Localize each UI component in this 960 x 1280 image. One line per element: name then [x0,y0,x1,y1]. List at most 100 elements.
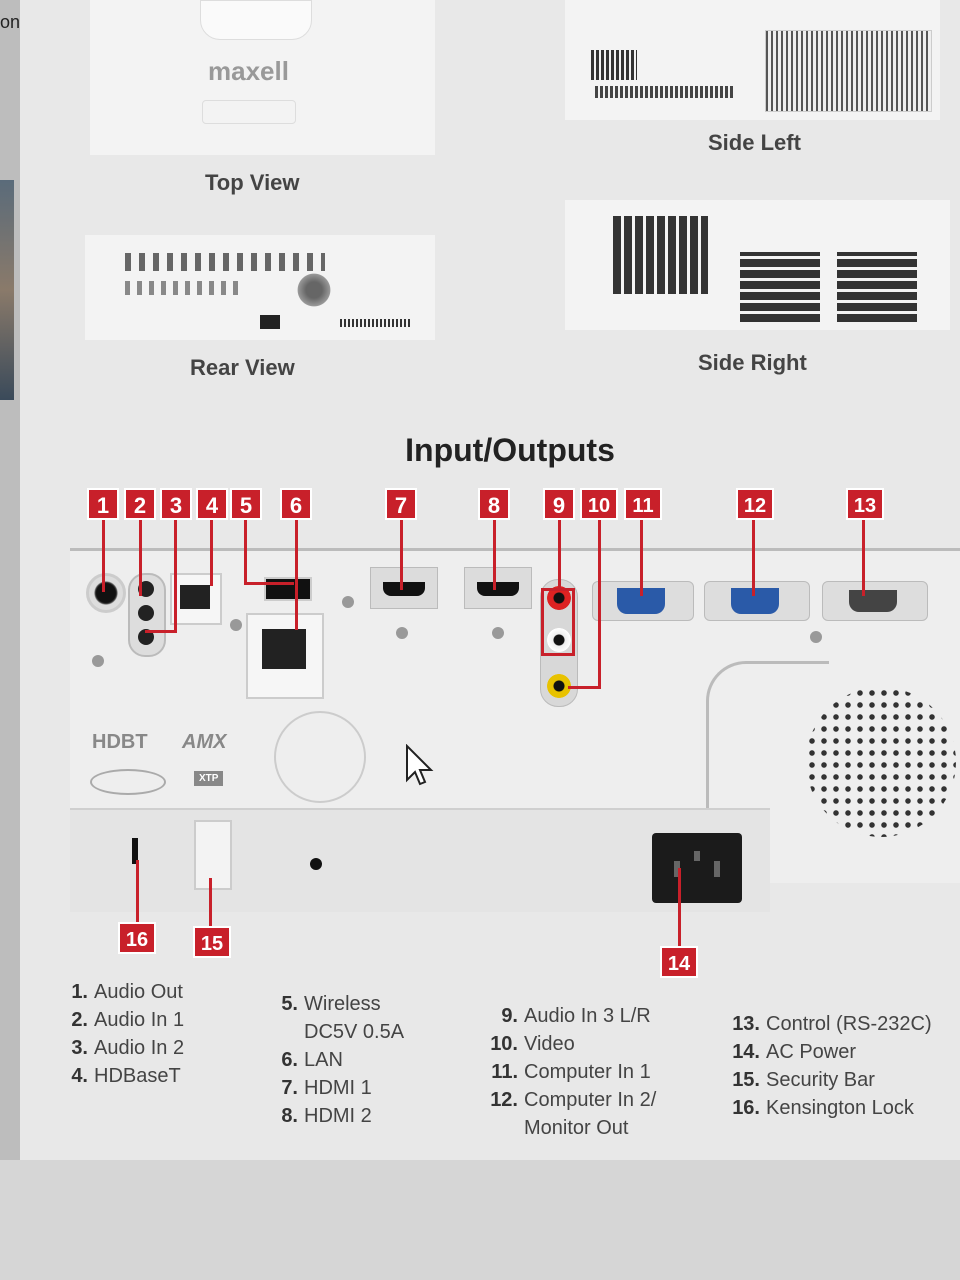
screen-bottom-margin [0,1160,960,1280]
brand-logo: maxell [208,56,289,86]
badge-12: 12 [736,488,774,520]
side-right-vent-large [613,216,708,294]
legend-item: 2.Audio In 1 [71,1009,185,1031]
legend-item: 8.HDMI 2 [281,1105,372,1127]
leader-line-2 [139,520,142,596]
leader-line-14 [678,868,681,950]
cooling-fan-grille [806,687,956,837]
side-left-label: Side Left [708,130,801,155]
legend-column-4: 13.Control (RS-232C) 14.AC Power 15.Secu… [732,1012,932,1124]
side-left-vent-strip [595,86,735,98]
mouse-cursor-icon [406,744,434,786]
computer-in-2-vga [731,588,779,614]
audio-in-3-right-jack [547,628,571,652]
rear-port-row [125,253,325,271]
rear-connector-panel: HDBT AMX XTP [70,548,960,883]
badge-1: 1 [87,488,119,520]
screw-6 [810,631,822,643]
leader-line-5 [244,520,247,584]
hdbt-logo: HDBT [92,731,148,753]
badge-2: 2 [124,488,156,520]
audio-out-jack [86,573,126,613]
io-section-title: Input/Outputs [405,432,615,468]
legend-column-3: 9.Audio In 3 L/R 10.Video 11.Computer In… [490,1004,656,1144]
legend-item: 16.Kensington Lock [732,1097,914,1119]
side-right-image [565,200,950,330]
leader-line-9-box [541,588,575,656]
side-right-vent-right [837,252,917,322]
rear-power-socket [260,315,280,329]
screw-3 [92,655,104,667]
legend-item: 7.HDMI 1 [281,1077,372,1099]
legend-item: 15.Security Bar [732,1069,875,1091]
legend-column-1: 1.Audio Out 2.Audio In 1 3.Audio In 2 4.… [60,980,184,1092]
ac-power-inlet [652,833,742,903]
lan-port [246,613,324,699]
leader-line-4 [210,520,213,586]
wireless-usb-port [264,577,312,601]
leader-line-5-h [244,582,294,585]
side-right-label: Side Right [698,350,807,375]
control-rs232-socket [849,590,897,612]
leader-line-12 [752,520,755,596]
security-bar [194,820,232,890]
rear-port-row-lower [125,281,245,295]
rear-fan-vent [295,271,333,309]
leader-line-3-h [145,630,177,633]
legend-item: 4.HDBaseT [71,1065,181,1087]
screw-5 [492,627,504,639]
ac-pin-ground [694,851,700,861]
badge-5: 5 [230,488,262,520]
side-left-vent-small [591,50,637,80]
legend-item: 11.Computer In 1 [491,1061,651,1083]
badge-15: 15 [193,926,231,958]
hdmi-1-port [370,567,438,609]
legend-item: 9.Audio In 3 L/R [501,1005,651,1027]
audio-in-2-jack [138,629,154,645]
badge-16: 16 [118,922,156,954]
badge-9: 9 [543,488,575,520]
legend-item: 14.AC Power [732,1041,857,1063]
rear-view-image [85,235,435,340]
amx-logo: AMX [182,731,227,753]
audio-in-1-jack [138,581,154,597]
legend-item: 5.Wireless [281,993,381,1015]
badge-8: 8 [478,488,510,520]
projector-lens-recess [200,0,312,40]
side-left-vent-grille [765,30,932,112]
screw-2 [230,619,242,631]
hdbaset-socket [180,585,210,609]
badge-14: 14 [660,946,698,978]
leader-line-10-h [568,686,601,689]
audio-in-stack [128,573,166,657]
hdmi-1-socket [383,582,425,596]
side-left-image [565,0,940,120]
lan-socket [262,629,306,669]
background-thumbnail-strip [0,180,14,400]
ac-pin-right [714,861,720,877]
legend-item: 6.LAN [281,1049,343,1071]
side-right-vent-mid [740,252,820,322]
legend-item: DC5V 0.5A [304,1021,405,1043]
legend-item: 12.Computer In 2/ [490,1089,657,1111]
leader-line-11 [640,520,643,596]
hdbaset-port [170,573,222,625]
control-buttons-graphic [202,100,296,124]
screw-4 [396,627,408,639]
ac-pin-left [674,861,680,877]
top-view-label: Top View [205,170,300,195]
control-rs232-port [822,581,928,621]
computer-in-1-port [592,581,694,621]
leader-line-1 [102,520,105,592]
leader-line-6 [295,520,298,630]
badge-4: 4 [196,488,228,520]
leader-line-15 [209,878,212,930]
legend-item: 13.Control (RS-232C) [732,1013,932,1035]
legend-item: 10.Video [490,1033,575,1055]
leader-line-10 [598,520,601,688]
power-cable-outline [706,661,829,844]
hdmi-2-socket [477,582,519,596]
audio-in-1b-jack [138,605,154,621]
badge-3: 3 [160,488,192,520]
badge-6: 6 [280,488,312,520]
